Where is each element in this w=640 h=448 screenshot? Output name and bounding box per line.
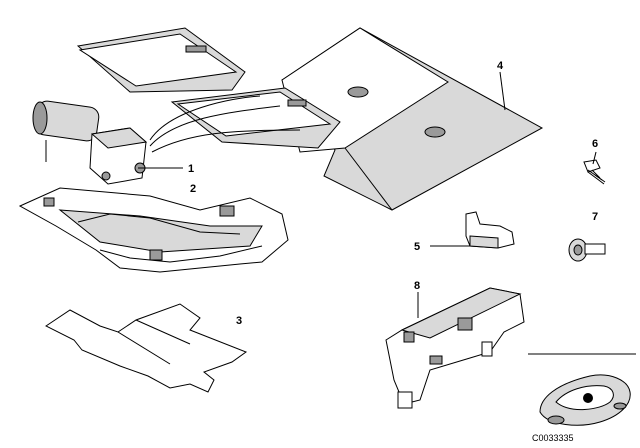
callout-6: 6 [592,138,598,150]
control-unit-housing[interactable] [385,287,525,409]
leader-lines [138,71,597,318]
seat-base-frame[interactable] [18,187,289,273]
seat-heating-pad-rear[interactable] [76,27,246,93]
screw[interactable] [583,159,606,185]
heating-element-foil[interactable] [45,303,248,393]
callout-1: 1 [188,163,194,175]
callout-5: 5 [414,241,420,253]
motor-unit[interactable] [32,95,301,185]
callout-3: 3 [236,315,242,327]
drawing-code: C0033335 [532,433,574,443]
vehicle-locator-inset [528,353,636,426]
callout-2: 2 [190,183,196,195]
callout-8: 8 [414,280,420,292]
seat-heating-pad-front[interactable] [170,87,341,149]
bracket-clip[interactable] [465,211,515,249]
callout-7: 7 [592,211,598,223]
bolt[interactable] [568,238,606,262]
callout-4: 4 [497,60,504,72]
location-marker [583,393,593,403]
